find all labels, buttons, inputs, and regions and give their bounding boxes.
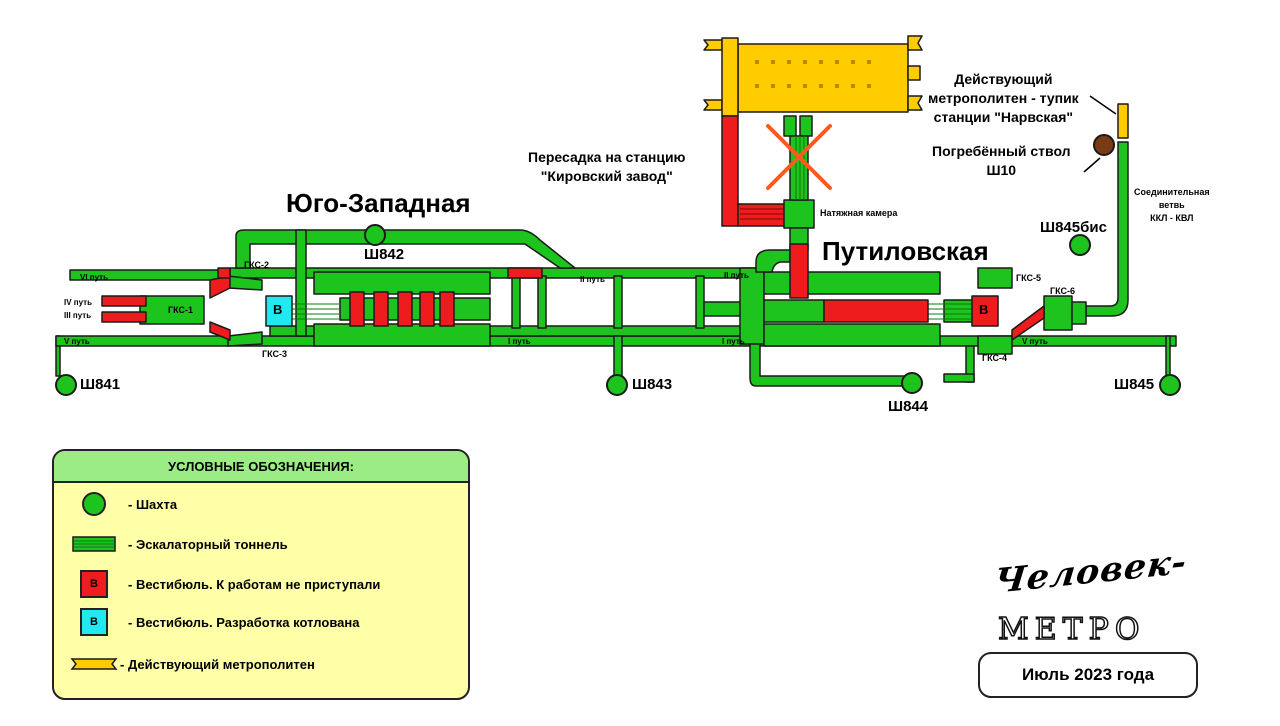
track-label-i-right: I путь xyxy=(722,337,745,346)
legend-item-shaft: - Шахта xyxy=(68,491,177,517)
shaft-843 xyxy=(606,374,628,396)
operating-metro-icon xyxy=(70,658,118,670)
track-label-v-right: V путь xyxy=(1022,337,1048,346)
chamber-label-gks2: ГКС-2 xyxy=(244,260,269,270)
shaft-label-845bis: Ш845бис xyxy=(1040,219,1107,236)
shaft-icon xyxy=(82,492,106,516)
branch-line3: ККЛ - КВЛ xyxy=(1150,213,1194,223)
track-label-iii: III путь xyxy=(64,311,92,320)
track-label-v-left: V путь xyxy=(64,337,90,346)
operating-metro-dots xyxy=(755,60,871,88)
vestibule-putilov xyxy=(971,295,999,327)
escalator-icon xyxy=(72,536,116,552)
tension-chamber-label: Натяжная камера xyxy=(820,208,898,218)
track-label-ii-mid: II путь xyxy=(580,275,605,284)
shaft-label-845: Ш845 xyxy=(1114,376,1155,393)
station-yugo-zapadnaya: Юго-Западная xyxy=(286,188,471,218)
legend-item-escalator: - Эскалаторный тоннель xyxy=(68,531,288,557)
transfer-note-line2: "Кировский завод" xyxy=(540,168,673,184)
shaft-845bis xyxy=(1069,234,1091,256)
narvskaya-pointer xyxy=(1089,95,1117,115)
narvskaya-dead-end xyxy=(1117,103,1129,139)
branch-line1: Соединительная xyxy=(1134,187,1210,197)
vestibule-letter-putilov: В xyxy=(979,302,989,317)
narvskaya-note: Действующий метрополитен - тупик станции… xyxy=(928,70,1079,127)
narvskaya-note-line1: Действующий xyxy=(954,71,1053,87)
shaft-label-842: Ш842 xyxy=(364,246,405,263)
station-putilovskaya: Путиловская xyxy=(822,236,989,266)
escalator-tunnel-yugo xyxy=(290,136,972,320)
vestibule-yugo xyxy=(265,295,293,327)
track-label-iv: IV путь xyxy=(64,298,92,307)
legend-label-escalator: - Эскалаторный тоннель xyxy=(128,536,288,552)
buried-shaft-note: Погребённый ствол Ш10 xyxy=(932,142,1071,180)
branch-line2: ветвь xyxy=(1158,200,1185,210)
legend-label-shaft: - Шахта xyxy=(128,496,178,512)
shaft-841 xyxy=(55,374,77,396)
shaft-label-844: Ш844 xyxy=(888,398,929,415)
legend-item-operating: - Действующий метрополитен xyxy=(68,651,315,677)
buried-shaft-sh10 xyxy=(1093,134,1115,156)
track-label-i-mid: I путь xyxy=(508,337,531,346)
legend-title: УСЛОВНЫЕ ОБОЗНАЧЕНИЯ: xyxy=(54,451,468,483)
chamber-label-gks5: ГКС-5 xyxy=(1016,273,1041,283)
transfer-note-line1: Пересадка на станцию xyxy=(528,149,686,165)
legend-label-vestibule-red: - Вестибюль. К работам не приступали xyxy=(128,576,381,592)
chamber-label-gks4: ГКС-4 xyxy=(982,353,1007,363)
buried-shaft-pointer xyxy=(1083,157,1101,173)
legend-label-vestibule-cyan: - Вестибюль. Разработка котлована xyxy=(128,614,360,630)
brand-logo: Человек- МЕТРО xyxy=(990,542,1190,648)
cancelled-cross xyxy=(766,124,832,190)
chamber-label-gks3: ГКС-3 xyxy=(262,349,287,359)
shaft-844 xyxy=(901,372,923,394)
legend-label-operating: - Действующий метрополитен xyxy=(120,656,315,672)
shaft-label-843: Ш843 xyxy=(632,376,673,393)
legend-item-vestibule-red: В - Вестибюль. К работам не приступали xyxy=(68,570,381,598)
narvskaya-note-line2: метрополитен - тупик xyxy=(928,90,1079,106)
transfer-passage xyxy=(721,115,787,227)
vestibule-letter-yugo: В xyxy=(273,302,283,317)
transfer-note: Пересадка на станцию "Кировский завод" xyxy=(528,148,686,186)
shaft-label-841: Ш841 xyxy=(80,376,121,393)
date-badge: Июль 2023 года xyxy=(978,652,1198,698)
chamber-label-gks6: ГКС-6 xyxy=(1050,286,1075,296)
legend-panel: УСЛОВНЫЕ ОБОЗНАЧЕНИЯ: - Шахта - Эскалато… xyxy=(52,449,470,700)
vestibule-cyan-icon: В xyxy=(80,608,108,636)
vestibule-red-icon: В xyxy=(80,570,108,598)
shaft-845 xyxy=(1159,374,1181,396)
track-label-vi: VI путь xyxy=(80,273,108,282)
legend-item-vestibule-cyan: В - Вестибюль. Разработка котлована xyxy=(68,608,360,636)
branch-note: Соединительная ветвь ККЛ - КВЛ xyxy=(1134,186,1210,225)
chamber-label-gks1: ГКС-1 xyxy=(168,305,193,315)
buried-shaft-line2: Ш10 xyxy=(986,162,1017,178)
brand-word: МЕТРО xyxy=(997,611,1146,648)
transfer-passage-lines xyxy=(740,208,784,220)
brand-script: Человек- xyxy=(992,542,1190,602)
not-started-works xyxy=(101,243,1045,341)
shaft-circles xyxy=(55,224,1181,396)
narvskaya-note-line3: станции "Нарвская" xyxy=(933,109,1073,125)
operating-metro-station xyxy=(703,35,923,117)
shaft-842 xyxy=(364,224,386,246)
buried-shaft-line1: Погребённый ствол xyxy=(932,143,1071,159)
track-label-ii-right: II путь xyxy=(724,271,749,280)
